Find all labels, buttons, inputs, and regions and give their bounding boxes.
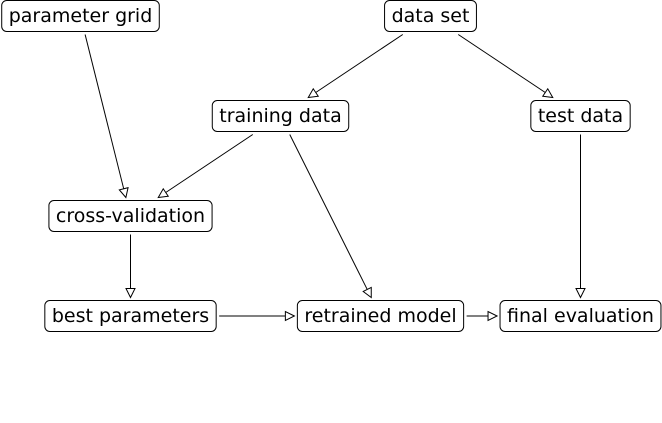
node-box [1, 0, 160, 32]
node-box [499, 300, 662, 332]
edge-data-set-to-test-data [457, 34, 554, 99]
node-box [211, 100, 350, 132]
edge-line [84, 34, 125, 189]
edge-training-data-to-retrained-model [289, 134, 372, 299]
node-best-parameters: best parameters [44, 300, 217, 332]
arrowhead-icon [487, 310, 499, 322]
node-final-evaluation: final evaluation [499, 300, 662, 332]
edge-line [165, 134, 254, 193]
arrowhead-icon [118, 186, 129, 199]
node-label: data set [392, 5, 470, 27]
arrowhead-icon [307, 87, 320, 99]
edge-line [289, 134, 368, 290]
edges-layer [84, 34, 586, 322]
node-box [530, 100, 631, 132]
node-retrained-model: retrained model [296, 300, 465, 332]
node-label: test data [538, 105, 623, 127]
edge-test-data-to-final-evaluation [575, 134, 586, 299]
edge-training-data-to-cross-validation [157, 134, 254, 199]
edge-retrained-model-to-final-evaluation [466, 310, 499, 322]
arrowhead-icon [125, 288, 136, 299]
node-label: best parameters [52, 305, 209, 327]
edge-cross-validation-to-best-parameters [125, 234, 136, 299]
arrowhead-icon [541, 87, 554, 99]
node-label: parameter grid [9, 5, 153, 27]
node-label: retrained model [304, 305, 456, 327]
node-label: training data [219, 105, 341, 127]
node-box [296, 300, 465, 332]
nodes-layer: parameter grid data set training data test … [1, 0, 662, 332]
node-label: cross-validation [56, 205, 205, 227]
arrowhead-icon [575, 288, 586, 299]
arrowhead-icon [284, 310, 296, 322]
node-box [48, 200, 213, 232]
edge-line [315, 34, 404, 93]
edge-parameter-grid-to-cross-validation [84, 34, 129, 199]
node-label: final evaluation [507, 305, 654, 327]
node-parameter-grid: parameter grid [1, 0, 160, 32]
edge-data-set-to-training-data [307, 34, 404, 99]
node-cross-validation: cross-validation [48, 200, 213, 232]
edge-best-parameters-to-retrained-model [219, 310, 296, 322]
arrowhead-icon [157, 187, 170, 199]
node-training-data: training data [211, 100, 350, 132]
node-test-data: test data [530, 100, 631, 132]
edge-line [457, 34, 546, 93]
node-box [384, 0, 477, 32]
node-data-set: data set [384, 0, 477, 32]
arrowhead-icon [362, 286, 372, 299]
node-box [44, 300, 217, 332]
